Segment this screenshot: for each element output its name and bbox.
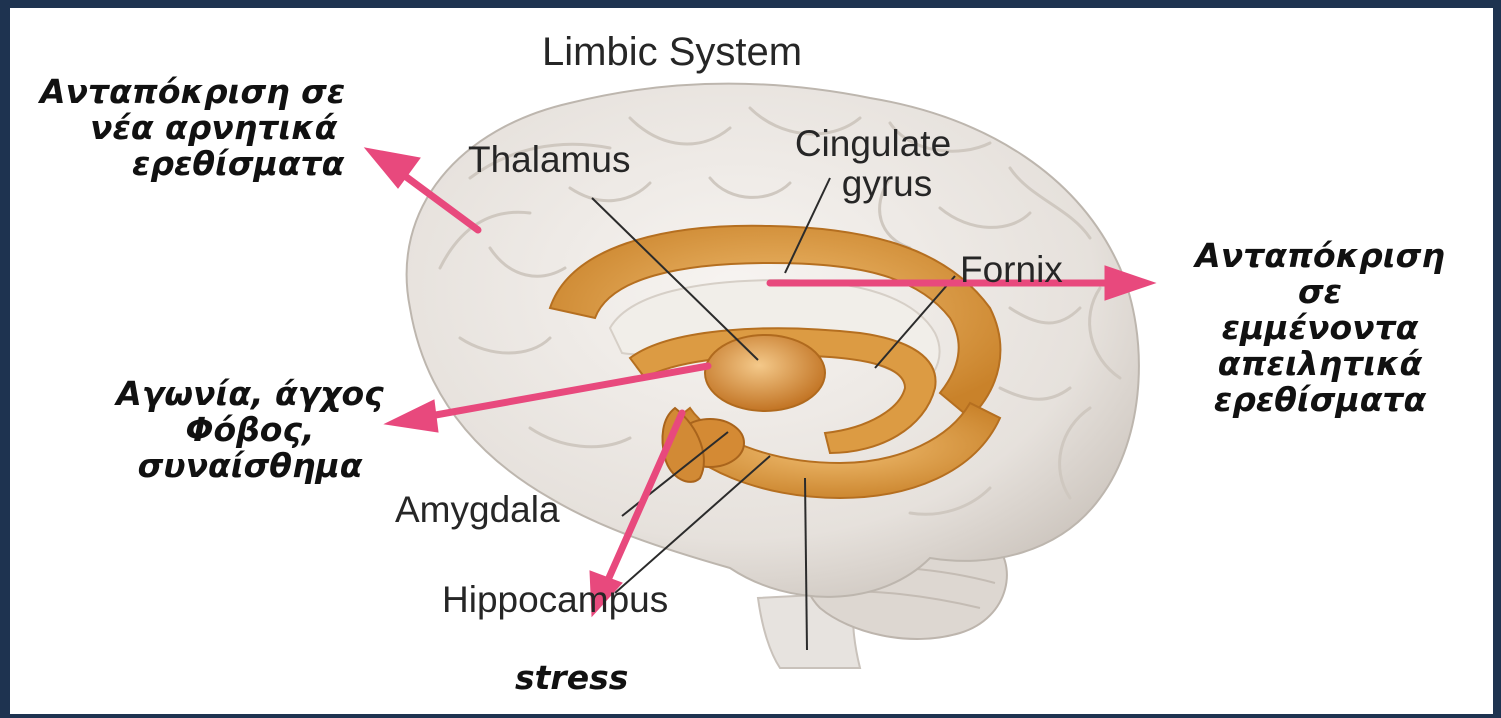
slide: Limbic System Thalamus Cingulate gyrus F…	[10, 8, 1493, 714]
persistent-threat-line3: εμμένοντα	[1160, 310, 1480, 346]
stress-label: stress	[515, 660, 628, 696]
thalamus-shape	[705, 335, 825, 411]
amygdala-label: Amygdala	[395, 490, 560, 530]
anxiety-line2: Φόβος,	[70, 412, 430, 448]
new-negative-line2: νέα αρνητικά	[90, 110, 345, 146]
cingulate-label-line1: Cingulate	[758, 124, 988, 164]
cingulate-gyrus-label: Cingulate gyrus	[758, 124, 988, 204]
thalamus-label: Thalamus	[468, 140, 630, 180]
hippocampus-label: Hippocampus	[442, 580, 668, 620]
persistent-threat-line2: σε	[1160, 274, 1480, 310]
persistent-threat-label: Ανταπόκριση σε εμμένοντα απειλητικά ερεθ…	[1160, 238, 1480, 418]
persistent-threat-line5: ερεθίσματα	[1160, 382, 1480, 418]
new-negative-line1: Ανταπόκριση σε	[40, 74, 345, 110]
new-negative-stimuli-label: Ανταπόκριση σε νέα αρνητικά ερεθίσματα	[40, 74, 345, 182]
anxiety-line1: Αγωνία, άγχος	[70, 376, 430, 412]
diagram-title: Limbic System	[542, 32, 802, 72]
persistent-threat-line1: Ανταπόκριση	[1160, 238, 1480, 274]
new-negative-line3: ερεθίσματα	[132, 146, 345, 182]
anxiety-line3: συναίσθημα	[70, 448, 430, 484]
fornix-label: Fornix	[960, 250, 1063, 290]
persistent-threat-line4: απειλητικά	[1160, 346, 1480, 382]
cingulate-label-line2: gyrus	[786, 164, 988, 204]
anxiety-label: Αγωνία, άγχος Φόβος, συναίσθημα	[70, 376, 430, 484]
